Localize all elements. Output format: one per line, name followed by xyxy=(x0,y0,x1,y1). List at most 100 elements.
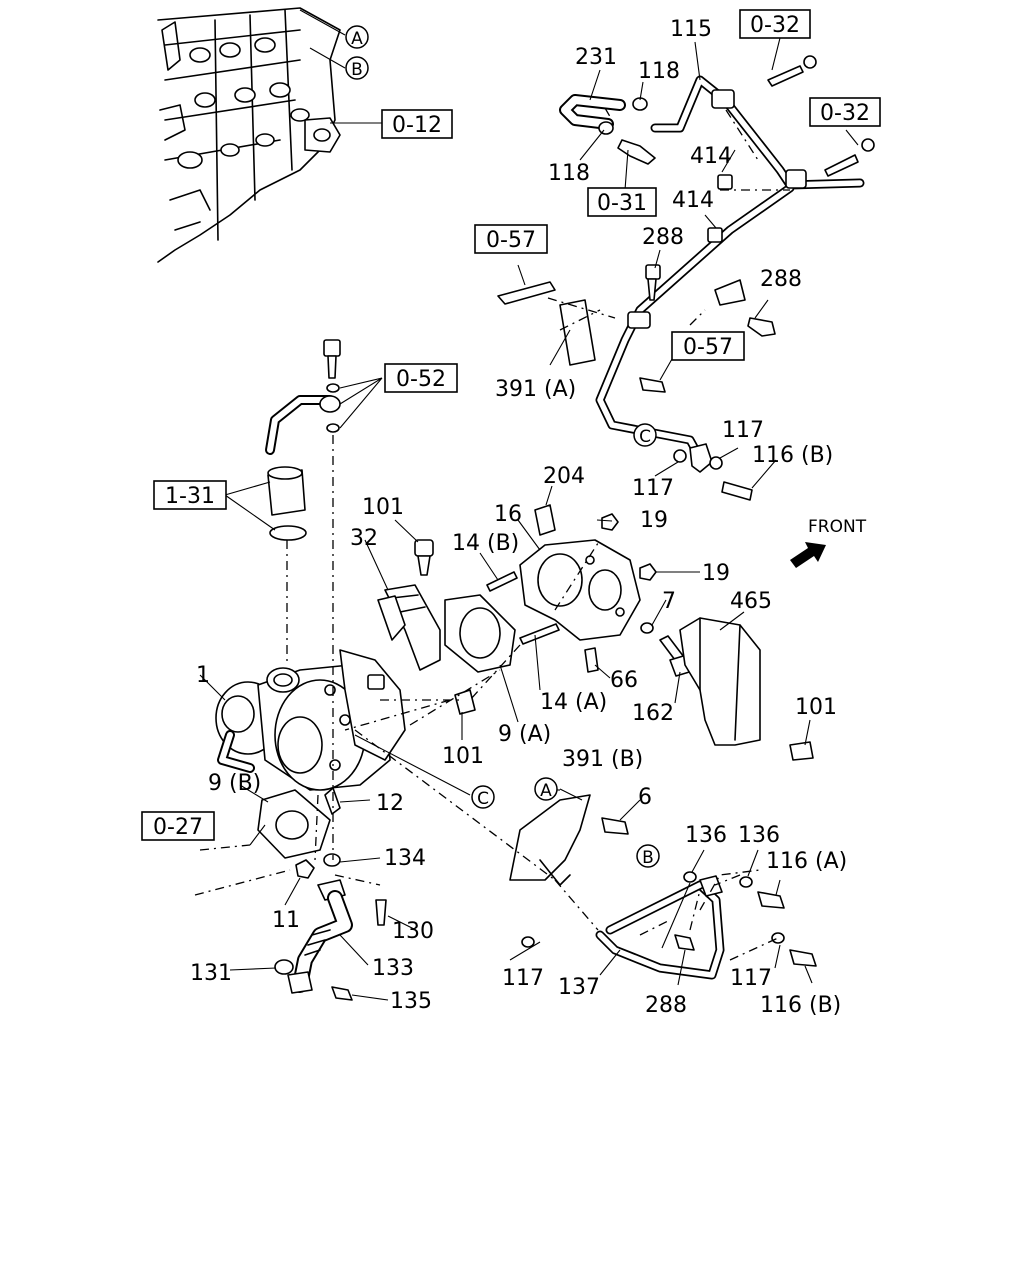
ref-box-0-57-left[interactable]: 0-57 xyxy=(474,224,548,254)
oil-feed-pipe xyxy=(595,75,865,473)
pipe-137 xyxy=(595,875,725,980)
bolt-6 xyxy=(601,817,629,835)
ref-box-0-31[interactable]: 0-31 xyxy=(587,187,657,217)
bolt-0-57-lower xyxy=(639,377,666,393)
bracket-0-57 xyxy=(497,279,746,366)
svg-text:B: B xyxy=(642,848,654,868)
svg-text:0-12: 0-12 xyxy=(392,113,442,138)
part-label: 19 xyxy=(640,508,668,533)
oil-return-pipe-133 xyxy=(287,879,353,994)
svg-text:A: A xyxy=(540,781,552,801)
front-arrow-icon xyxy=(790,542,826,568)
washers-136-117 xyxy=(521,871,785,948)
svg-text:0-57: 0-57 xyxy=(486,228,536,253)
bracket-391b xyxy=(509,794,591,886)
part-label: 131 xyxy=(190,961,232,986)
svg-text:0-27: 0-27 xyxy=(153,815,203,840)
nut-11 xyxy=(295,859,315,879)
part-label: 465 xyxy=(730,589,772,614)
marker-c-upper: C xyxy=(633,423,657,447)
part-label: 14 (A) xyxy=(540,690,607,715)
marker-b-top: B xyxy=(345,56,369,80)
part-label: 14 (B) xyxy=(452,531,519,556)
svg-text:0-57: 0-57 xyxy=(683,335,733,360)
part-label: 6 xyxy=(638,785,652,810)
bolt-0-32 xyxy=(767,55,875,177)
hose-231 xyxy=(559,94,626,130)
ref-box-0-32-top[interactable]: 0-32 xyxy=(739,9,811,39)
part-label: 414 xyxy=(690,144,732,169)
bolt-288-upper xyxy=(645,264,776,337)
svg-text:1-31: 1-31 xyxy=(165,484,215,509)
gasket-9b xyxy=(257,789,331,859)
bolt-135 xyxy=(331,986,353,1001)
part-label: 116 (A) xyxy=(766,849,847,874)
bolt-101-upper xyxy=(414,539,434,576)
svg-text:0-32: 0-32 xyxy=(750,13,800,38)
part-label: 118 xyxy=(548,161,590,186)
part-label: 11 xyxy=(272,908,300,933)
banjo-bolt-116b-upper xyxy=(673,449,753,501)
part-label: 101 xyxy=(362,495,404,520)
engine-block-illustration xyxy=(157,7,341,263)
ref-box-0-32-right[interactable]: 0-32 xyxy=(809,97,881,127)
part-label: 204 xyxy=(543,464,585,489)
part-label: 288 xyxy=(760,267,802,292)
marker-b-lower: B xyxy=(636,844,660,868)
part-label: 16 xyxy=(494,502,522,527)
marker-a-top: A xyxy=(345,25,369,49)
bolt-288-lower xyxy=(674,934,695,951)
part-label: 115 xyxy=(670,17,712,42)
heat-shield-465 xyxy=(679,617,761,746)
part-label: 101 xyxy=(795,695,837,720)
part-label: 12 xyxy=(376,791,404,816)
ref-box-0-12[interactable]: 0-12 xyxy=(381,109,453,139)
part-label: 117 xyxy=(502,966,544,991)
intake-tube-0-52 xyxy=(265,339,341,455)
o-ring-131 xyxy=(274,959,294,975)
part-label: 32 xyxy=(350,526,378,551)
part-label: 1 xyxy=(196,663,210,688)
marker-a-lower: A xyxy=(534,777,558,801)
bolt-116b-lower xyxy=(789,949,817,967)
heat-shield-32 xyxy=(377,584,441,671)
part-label: 391 (B) xyxy=(562,747,643,772)
bolt-101-right xyxy=(789,741,814,761)
svg-text:0-32: 0-32 xyxy=(820,101,870,126)
ref-box-0-52[interactable]: 0-52 xyxy=(384,363,458,393)
part-label: 66 xyxy=(610,668,638,693)
part-label: 288 xyxy=(645,993,687,1018)
bolt-116a xyxy=(757,891,785,909)
part-label: 101 xyxy=(442,744,484,769)
ref-box-0-57-right[interactable]: 0-57 xyxy=(671,331,745,361)
svg-text:B: B xyxy=(351,60,363,80)
part-label: 118 xyxy=(638,59,680,84)
part-label: 9 (B) xyxy=(208,771,261,796)
union-0-31 xyxy=(617,139,656,165)
part-label: 133 xyxy=(372,956,414,981)
svg-text:A: A xyxy=(351,29,363,49)
bolt-130 xyxy=(375,899,387,926)
part-label: 135 xyxy=(390,989,432,1014)
part-label: 117 xyxy=(730,966,772,991)
stud-14 xyxy=(486,571,560,645)
part-label: 117 xyxy=(632,476,674,501)
nut-19 xyxy=(601,513,657,581)
washer-7 xyxy=(640,622,654,634)
part-label: 136 xyxy=(685,823,727,848)
part-label: 231 xyxy=(575,45,617,70)
part-label: 9 (A) xyxy=(498,722,551,747)
part-label: 117 xyxy=(722,418,764,443)
part-label: 391 (A) xyxy=(495,377,576,402)
leader-lines xyxy=(199,9,859,1001)
svg-text:0-52: 0-52 xyxy=(396,367,446,392)
part-label: 414 xyxy=(672,188,714,213)
ref-box-0-27[interactable]: 0-27 xyxy=(141,811,215,841)
part-label: 136 xyxy=(738,823,780,848)
part-label: 19 xyxy=(702,561,730,586)
ref-box-1-31[interactable]: 1-31 xyxy=(153,480,227,510)
part-label: 116 (B) xyxy=(752,443,833,468)
hose-1-31 xyxy=(267,466,307,541)
part-label: 7 xyxy=(662,589,676,614)
